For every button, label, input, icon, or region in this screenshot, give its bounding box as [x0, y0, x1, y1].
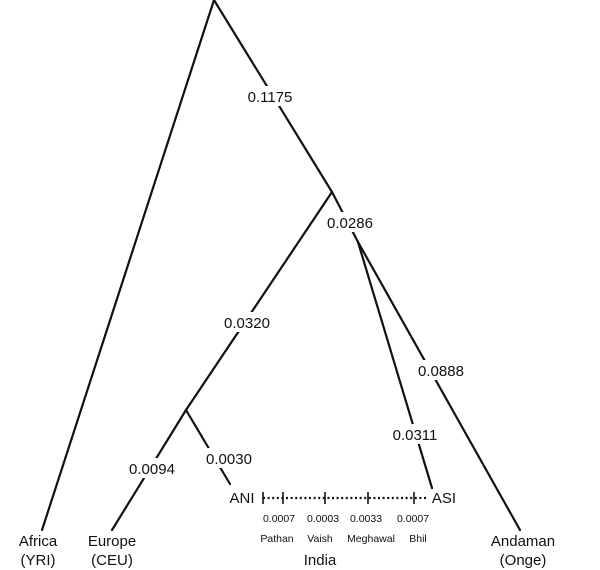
branch-length-labels: 0.1175 0.0286 0.0320 0.0094 0.0030 0.031… — [124, 86, 470, 478]
branch-length-root: 0.1175 — [248, 89, 293, 106]
europe-sample: (CEU) — [91, 552, 133, 569]
india-admixture: ANI ASI 0.0007 0.0003 0.0033 0.0007 Path… — [229, 490, 456, 569]
pathan-label: Pathan — [260, 533, 293, 545]
branch-length-europe: 0.0094 — [129, 461, 175, 478]
branch-ani-stem — [184, 190, 334, 412]
vaish-label: Vaish — [307, 533, 333, 545]
branch-length-ani: 0.0030 — [206, 451, 252, 468]
pathan-value: 0.0007 — [263, 513, 295, 525]
branch-ani — [184, 408, 232, 486]
branch-africa — [40, 0, 216, 532]
africa-label: Africa — [19, 533, 58, 550]
bhil-value: 0.0007 — [397, 513, 429, 525]
branch-andaman — [356, 240, 522, 532]
branch-asi — [356, 240, 434, 490]
andaman-label: Andaman — [491, 533, 555, 550]
branch-length-andaman: 0.0888 — [418, 363, 464, 380]
ani-label: ANI — [229, 490, 254, 507]
bhil-label: Bhil — [409, 533, 427, 545]
asi-label: ASI — [432, 490, 456, 507]
branch-length-split: 0.0286 — [327, 215, 373, 232]
meghawal-value: 0.0033 — [350, 513, 382, 525]
africa-sample: (YRI) — [21, 552, 56, 569]
india-label: India — [304, 552, 337, 569]
europe-label: Europe — [88, 533, 136, 550]
tree-branches — [40, 0, 522, 532]
vaish-value: 0.0003 — [307, 513, 339, 525]
branch-length-asi: 0.0311 — [393, 427, 438, 444]
andaman-sample: (Onge) — [500, 552, 547, 569]
tip-labels: Africa (YRI) Europe (CEU) Andaman (Onge) — [19, 533, 555, 569]
meghawal-label: Meghawal — [347, 533, 395, 545]
branch-length-ani-stem: 0.0320 — [224, 315, 270, 332]
